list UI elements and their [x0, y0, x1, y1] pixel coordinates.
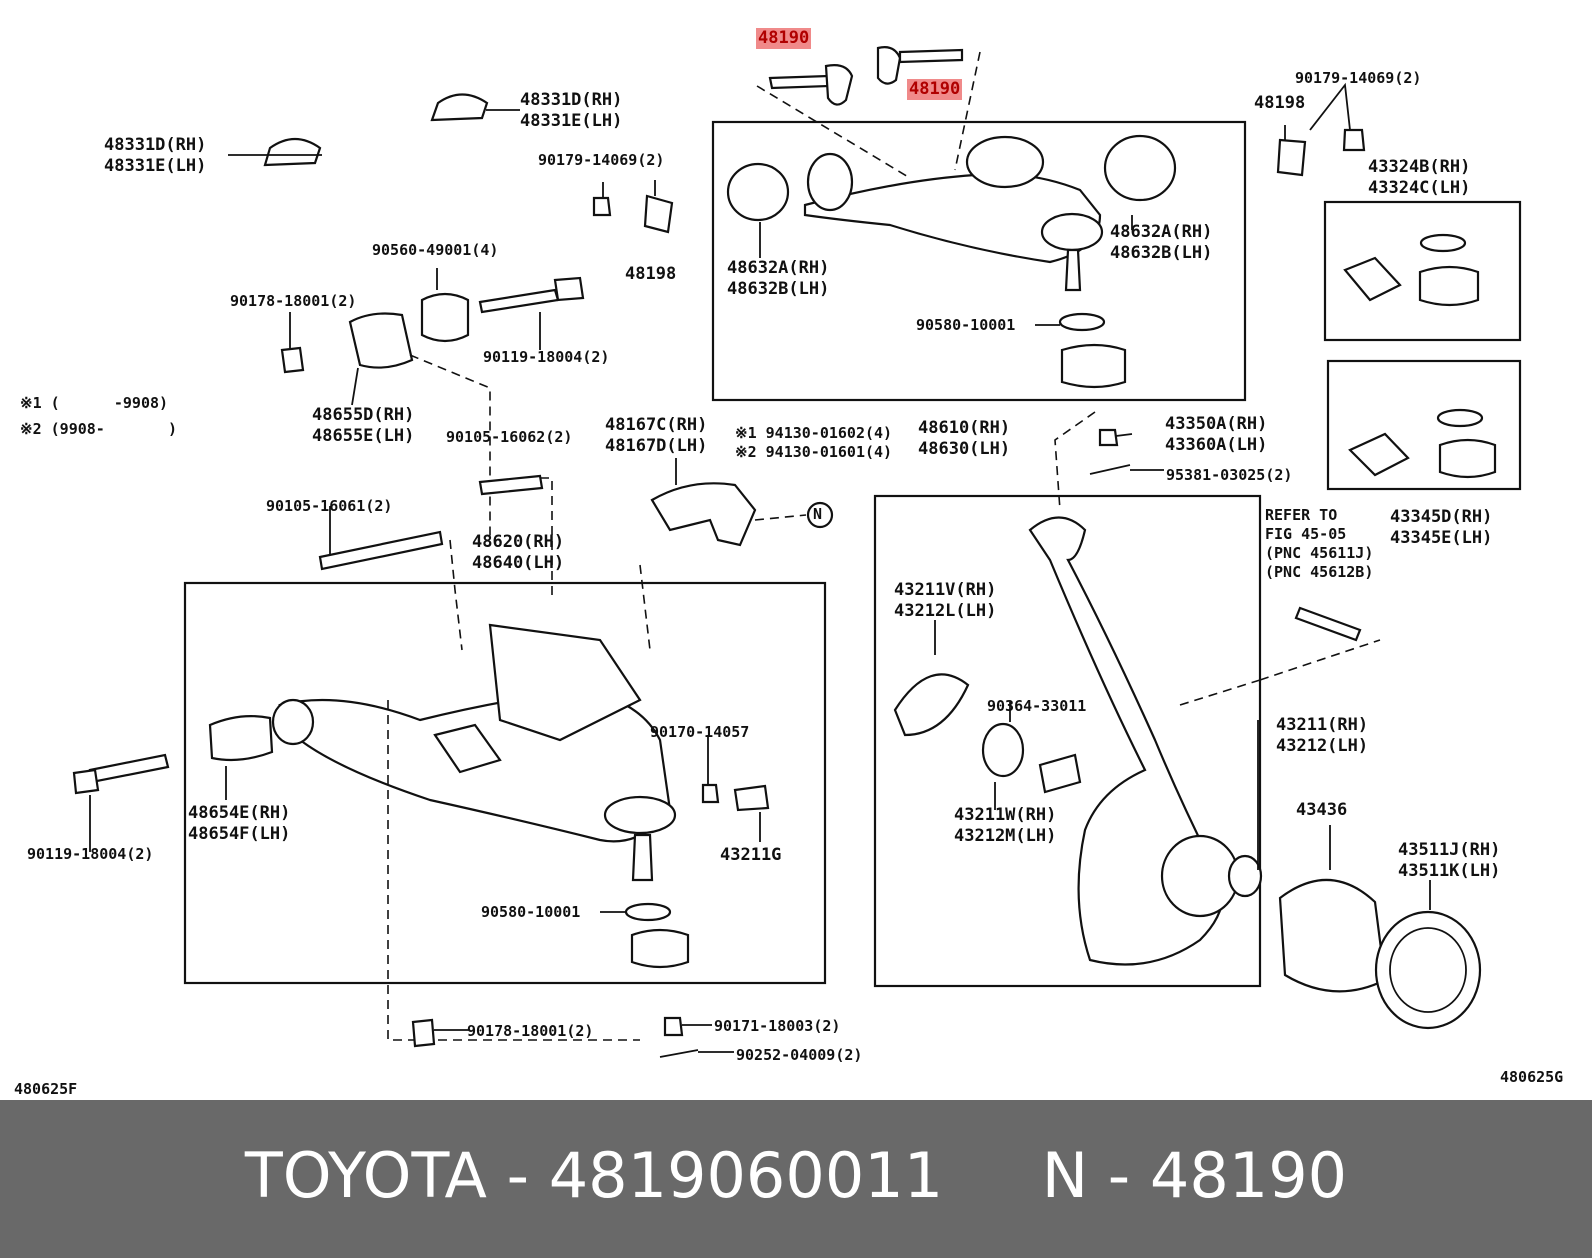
knuckle-box — [873, 494, 1262, 988]
upper-arm-box — [711, 120, 1247, 402]
bolt-refer — [1294, 606, 1362, 642]
part-48620[interactable]: 48620(RH) 48640(LH) — [472, 532, 565, 573]
part-48331-b[interactable]: 48331D(RH) 48331E(LH) — [104, 135, 207, 176]
figure-id-right: 480625G — [1500, 1068, 1564, 1086]
part-90119-b[interactable]: 90119-18004(2) — [27, 845, 154, 863]
part-94130[interactable]: ※1 94130-01602(4) ※2 94130-01601(4) — [735, 424, 893, 461]
part-43324[interactable]: 43324B(RH) 43324C(LH) — [1368, 157, 1471, 198]
part-48167[interactable]: 48167C(RH) 48167D(LH) — [605, 415, 708, 456]
cover-43511 — [1374, 910, 1482, 1030]
part-90580-a[interactable]: 90580-10001 — [916, 316, 1016, 334]
bolt-90105-16062 — [478, 474, 544, 496]
part-43345[interactable]: 43345D(RH) 43345E(LH) — [1390, 507, 1493, 548]
seal-43211v — [893, 673, 970, 737]
part-48654[interactable]: 48654E(RH) 48654F(LH) — [188, 803, 291, 844]
part-90105-16062[interactable]: 90105-16062(2) — [446, 428, 573, 446]
part-43211v[interactable]: 43211V(RH) 43212L(LH) — [894, 580, 997, 621]
part-95381[interactable]: 95381-03025(2) — [1166, 466, 1293, 484]
circle-n — [806, 501, 834, 529]
bolt-90119-b — [88, 753, 170, 784]
boot-kit-box-1 — [1323, 200, 1522, 342]
boot-upper — [1060, 343, 1127, 389]
part-90179-a[interactable]: 90179-14069(2) — [538, 151, 665, 169]
footer-title: TOYOTA - 4819060011 N - 48190 — [244, 1139, 1348, 1212]
bushing-48331-a — [430, 93, 489, 122]
bolt-90105-16061 — [318, 530, 444, 571]
part-48632-right[interactable]: 48632A(RH) 48632B(LH) — [1110, 222, 1213, 263]
lower-arm-box — [183, 581, 827, 985]
nut-90178-b — [411, 1018, 436, 1048]
part-90105-16061[interactable]: 90105-16061(2) — [266, 497, 393, 515]
figure-id-left: 480625F — [14, 1080, 78, 1098]
part-43511[interactable]: 43511J(RH) 43511K(LH) — [1398, 840, 1501, 881]
bearing-90364 — [1038, 753, 1082, 794]
part-90179-b[interactable]: 90179-14069(2) — [1295, 69, 1422, 87]
seal-43211w — [981, 722, 1025, 778]
part-90560[interactable]: 90560-49001(4) — [372, 241, 499, 259]
snap-ring-upper — [1058, 312, 1106, 332]
snap-ring-lower — [624, 902, 672, 922]
part-43350[interactable]: 43350A(RH) 43360A(LH) — [1165, 414, 1268, 455]
part-48198-a[interactable]: 48198 — [625, 264, 677, 284]
nut-43350 — [1098, 428, 1119, 447]
nut-90179-a — [592, 196, 612, 217]
part-48632-left[interactable]: 48632A(RH) 48632B(LH) — [727, 258, 830, 299]
boot-kit-box-2 — [1326, 359, 1522, 491]
circle-n-label: N — [813, 505, 823, 523]
refer-note: REFER TO FIG 45-05 (PNC 45611J) (PNC 456… — [1265, 506, 1374, 581]
part-90170[interactable]: 90170-14057 — [650, 723, 750, 741]
diagram-drawing — [72, 46, 1522, 1058]
part-48190-top[interactable]: 48190 — [756, 28, 812, 49]
part-43211w[interactable]: 43211W(RH) 43212M(LH) — [954, 805, 1057, 846]
bolt-90119-a — [478, 288, 560, 314]
part-90119-a[interactable]: 90119-18004(2) — [483, 348, 610, 366]
plate-48198-a — [643, 194, 674, 234]
boot-lower — [630, 928, 690, 969]
steering-knuckle — [1028, 516, 1263, 966]
cam-bolt-48190-right — [876, 46, 964, 85]
cam-bolt-48190-left — [768, 64, 854, 106]
footer-bar: TOYOTA - 4819060011 N - 48190 — [0, 1100, 1592, 1258]
nut-90178-a — [280, 346, 305, 374]
note-2: ※2 (9908- ) — [20, 420, 178, 438]
part-48198-b[interactable]: 48198 — [1254, 93, 1306, 113]
part-43436[interactable]: 43436 — [1296, 800, 1348, 820]
gasket-43436 — [1278, 878, 1387, 993]
parts-diagram: 48190 48190 48331D(RH) 48331E(LH) 48331D… — [14, 28, 1564, 1098]
part-48331-a[interactable]: 48331D(RH) 48331E(LH) — [520, 90, 623, 131]
part-90364[interactable]: 90364-33011 — [987, 697, 1087, 715]
cotter-pin-95381 — [1089, 464, 1131, 475]
bracket-48167 — [650, 482, 757, 547]
plate-48198-b — [1276, 138, 1307, 177]
nut-90170 — [701, 783, 720, 804]
cotter-pin-90252 — [659, 1049, 699, 1058]
washer-90560 — [420, 292, 470, 343]
note-1: ※1 ( -9908) — [20, 394, 169, 412]
part-90171[interactable]: 90171-18003(2) — [714, 1017, 841, 1035]
nut-90179-b — [1342, 128, 1366, 152]
part-48610[interactable]: 48610(RH) 48630(LH) — [918, 418, 1011, 459]
part-43211g[interactable]: 43211G — [720, 845, 782, 865]
bushing-48655 — [348, 312, 414, 369]
part-90580-b[interactable]: 90580-10001 — [481, 903, 581, 921]
part-90178-a[interactable]: 90178-18001(2) — [230, 292, 357, 310]
bushing-48331-b — [263, 137, 322, 167]
bolt-43211g — [733, 784, 770, 812]
lower-arm — [271, 623, 677, 882]
part-43211[interactable]: 43211(RH) 43212(LH) — [1276, 715, 1369, 756]
part-90252[interactable]: 90252-04009(2) — [736, 1046, 863, 1064]
part-90178-b[interactable]: 90178-18001(2) — [467, 1022, 594, 1040]
part-48190-bolt[interactable]: 48190 — [907, 79, 963, 100]
upper-arm — [726, 134, 1177, 292]
bushing-48654 — [208, 715, 274, 762]
part-48655[interactable]: 48655D(RH) 48655E(LH) — [312, 405, 415, 446]
nut-90171 — [663, 1016, 684, 1037]
